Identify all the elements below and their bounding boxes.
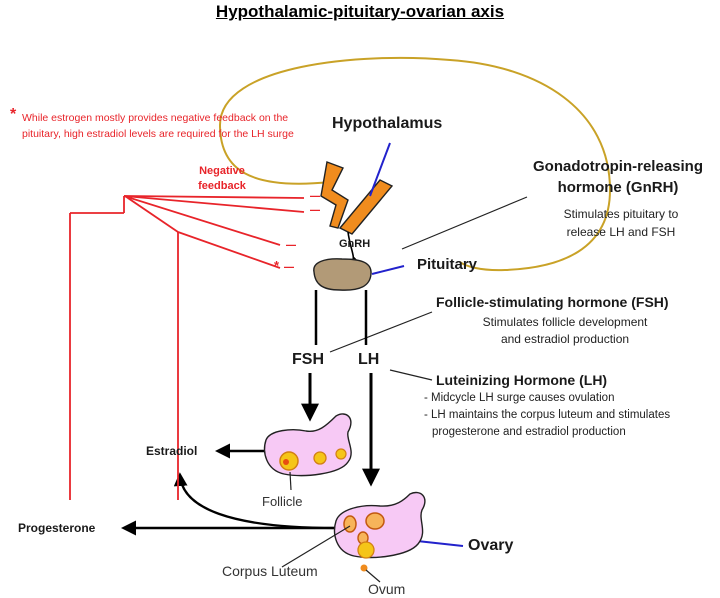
ovum-follicle [357, 541, 375, 559]
follicle-ovary-shape [263, 413, 352, 477]
negative-feedback-label-line1: Negative [199, 165, 245, 177]
fsh-info-leader-line [329, 311, 433, 353]
follicle-large [279, 451, 299, 471]
gnrh-info-description: Stimulates pituitary to release LH and F… [536, 205, 706, 241]
ovum-leader-line [365, 569, 381, 583]
ovary-label: Ovary [468, 537, 514, 554]
pituitary-shape [313, 258, 372, 291]
feedback-minus-2: – [310, 199, 321, 219]
pituitary-leader-line [371, 265, 405, 275]
feedback-minus-3: – [286, 234, 297, 254]
corpus-luteum-label: Corpus Luteum [222, 563, 318, 579]
lh-info-leader-line [389, 369, 433, 381]
progesterone-label: Progesterone [18, 521, 96, 535]
feedback-minus-1: – [310, 185, 321, 205]
gnrh-info-leader-line [401, 196, 528, 250]
corpus-luteum-body [365, 512, 385, 530]
hypothalamus-shape [320, 161, 349, 229]
fsh-label: FSH [292, 351, 324, 368]
lh-info-bullet2-line2: progesterone and estradiol production [432, 426, 626, 438]
follicle-large-core [283, 459, 289, 465]
fsh-info-description: Stimulates follicle development and estr… [450, 314, 680, 348]
page-title: Hypothalamic-pituitary-ovarian axis [215, 2, 505, 21]
pituitary-label: Pituitary [417, 256, 478, 273]
gnrh-short-label: GnRH [339, 238, 371, 250]
corpus-luteum-leader-line [281, 525, 351, 568]
lh-info-title: Luteinizing Hormone (LH) [436, 372, 608, 388]
footnote-marker: * [10, 106, 17, 123]
fsh-info-desc-line2: and estradiol production [500, 332, 630, 346]
fsh-info-desc-line1: Stimulates follicle development [482, 315, 648, 329]
lh-info-bullet2-line1: - LH maintains the corpus luteum and sti… [424, 409, 671, 421]
fsh-info-title: Follicle-stimulating hormone (FSH) [436, 294, 669, 310]
negative-feedback-label: Negative feedback [192, 164, 252, 194]
gnrh-info-desc-line1: Stimulates pituitary to [563, 207, 679, 221]
ovum-label: Ovum [368, 581, 406, 597]
hypothalamus-leader-line [369, 142, 391, 197]
corpus-luteum-to-estradiol-arrow [173, 472, 337, 530]
gnrh-info-desc-line2: release LH and FSH [566, 225, 676, 239]
estradiol-label: Estradiol [146, 444, 198, 458]
lh-info-description: - Midcycle LH surge causes ovulation - L… [424, 390, 670, 441]
hypothalamus-label: Hypothalamus [332, 115, 443, 132]
follicle-small [335, 448, 347, 460]
feedback-loop-curve [218, 56, 612, 272]
follicle-medium [313, 451, 327, 465]
negative-feedback-label-line2: feedback [198, 180, 246, 192]
gnrh-info-title-line2: hormone (GnRH) [557, 179, 679, 196]
gnrh-info-title-line1: Gonadotropin-releasing [532, 158, 703, 175]
corpus-luteum-body-2 [343, 515, 357, 533]
gnrh-info-title: Gonadotropin-releasing hormone (GnRH) [510, 156, 720, 198]
follicle-label: Follicle [262, 494, 303, 509]
feedback-star: * [274, 258, 280, 273]
footnote-text: While estrogen mostly provides negative … [22, 112, 294, 140]
lh-info-bullet1: - Midcycle LH surge causes ovulation [424, 392, 615, 404]
hypothalamus-tract-shape [338, 179, 394, 235]
feedback-minus-4: – [284, 256, 295, 276]
ovum-shape [360, 564, 368, 572]
follicle-leader-line [289, 471, 292, 491]
lh-label: LH [358, 351, 380, 368]
negative-feedback-lines [69, 195, 305, 500]
